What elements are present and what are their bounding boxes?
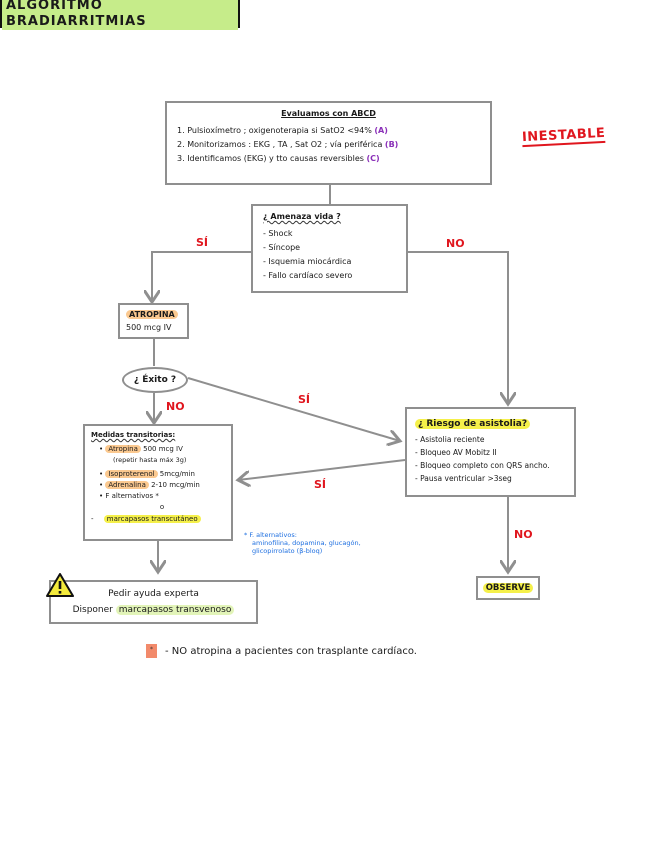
expert-help-box: Pedir ayuda experta Disponer marcapasos … [49,580,258,624]
label-yes-risk: SÍ [314,478,327,491]
measure-item: • F alternativos * [99,492,159,500]
atropine-box: ATROPINA 500 mcg IV [118,303,189,339]
help-line-1: Pedir ayuda experta [108,589,199,599]
label-no-success: NO [166,400,185,413]
footnote-text: - NO atropina a pacientes con trasplante… [165,645,417,657]
footnote: * - NO atropina a pacientes con trasplan… [146,644,417,658]
risk-header: ¿ Riesgo de asistolia? [415,419,531,429]
label-yes-threat: SÍ [196,236,209,249]
line-riesgo-yes [238,459,406,480]
label-yes-success: SÍ [298,393,311,406]
measures-or: o [159,503,165,511]
threat-box: ¿ Amenaza vida ? - Shock - Síncope - Isq… [251,204,408,293]
page-title: ALGORITMO BRADIARRITMIAS [2,0,238,30]
bookmark-icon: * [146,644,157,658]
abcd-box: Evaluamos con ABCD 1. Pulsioxímetro ; ox… [165,101,492,185]
success-decision: ¿ Éxito ? [122,367,188,393]
risk-item: - Asistolia reciente [415,435,485,444]
abcd-item: 3. Identificamos (EKG) y tto causas reve… [177,154,380,163]
measure-item: • Adrenalina 2-10 mcg/min [99,481,200,489]
line-amenaza-yes [152,251,252,302]
abcd-item: 1. Pulsioxímetro ; oxigenoterapia si Sat… [177,126,388,135]
transitory-measures-box: Medidas transitorias: • Atropina 500 mcg… [83,424,233,541]
atropine-title: ATROPINA [126,310,178,319]
risk-item: - Bloqueo completo con QRS ancho. [415,461,550,470]
label-no-threat: NO [446,237,465,250]
threat-item: - Síncope [263,243,301,252]
warning-icon [46,573,74,597]
threat-header: ¿ Amenaza vida ? [263,212,341,221]
threat-item: - Fallo cardíaco severo [263,271,353,280]
risk-item: - Bloqueo AV Mobitz II [415,448,497,457]
title-box: ALGORITMO BRADIARRITMIAS [0,0,240,30]
atropine-dose: 500 mcg IV [126,323,172,332]
observe-box: OBSERVE [476,576,540,600]
threat-item: - Isquemia miocárdica [263,257,352,266]
label-no-risk: NO [514,528,533,541]
threat-item: - Shock [263,229,293,238]
measures-header: Medidas transitorias: [91,431,176,439]
alternative-drugs-note: * F. alternativos: aminofilina, dopamina… [244,531,361,555]
line-exito-yes [187,377,400,441]
abcd-header: Evaluamos con ABCD [281,109,376,118]
measure-item: • Atropina 500 mcg IV (repetir hasta máx… [99,445,187,464]
help-line-2: Disponer marcapasos transvenoso [59,603,248,617]
measure-item: • Isoproterenol 5mcg/min [99,470,195,478]
observe-label: OBSERVE [482,583,534,593]
measure-item-pacer: - marcapasos transcutáneo [91,514,225,525]
risk-item: - Pausa ventricular >3seg [415,474,512,483]
line-amenaza-no [408,251,508,404]
asystole-risk-box: ¿ Riesgo de asistolia? - Asistolia recie… [405,407,576,497]
abcd-item: 2. Monitorizamos : EKG , TA , Sat O2 ; v… [177,140,399,149]
